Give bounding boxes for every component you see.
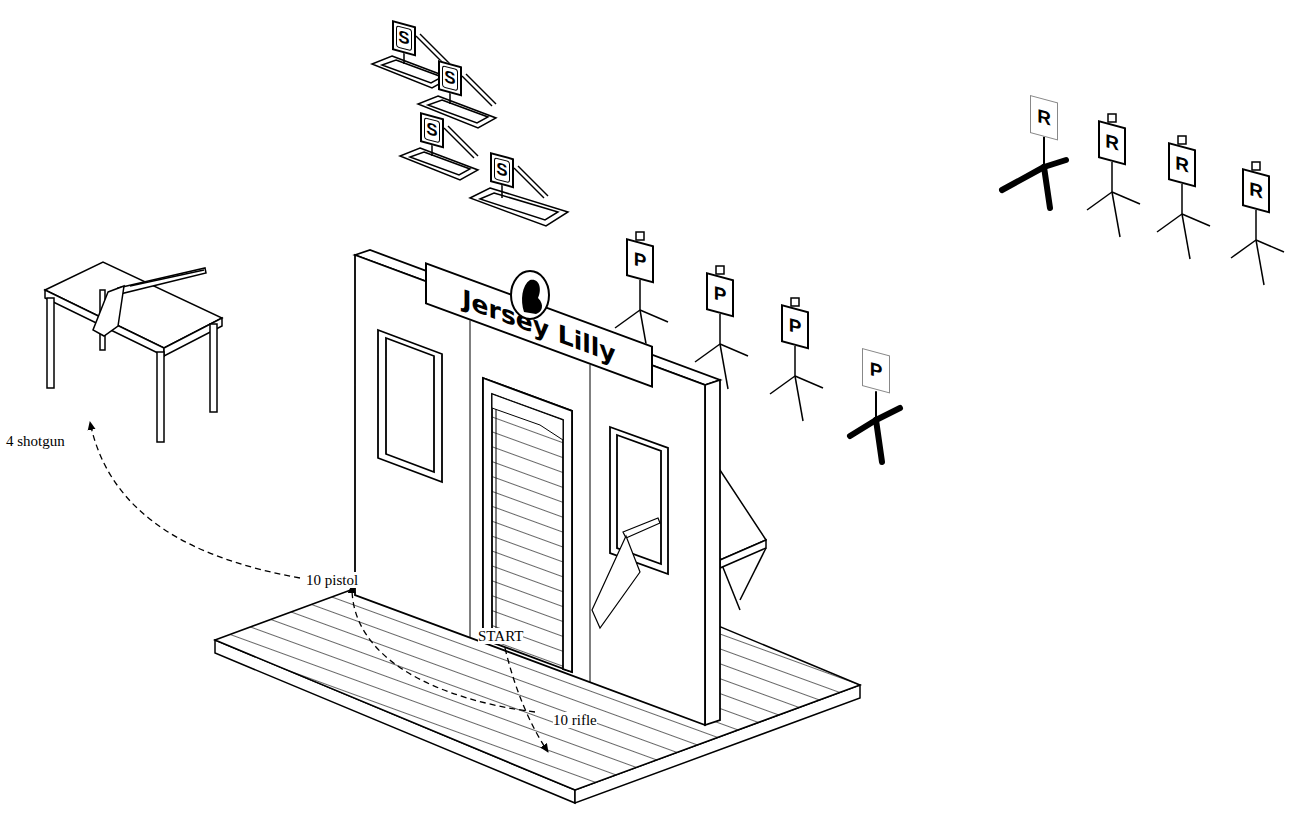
target-sign: P — [706, 272, 734, 318]
target-letter: R — [1037, 105, 1051, 131]
target-sign: P — [862, 348, 890, 394]
target-letter: S — [444, 67, 455, 90]
target-sign: P — [781, 304, 809, 350]
target-letter: R — [1249, 178, 1263, 204]
target-sign: S — [490, 152, 514, 188]
stage-label: 10 pistol — [306, 572, 358, 588]
target-tripods — [615, 162, 1284, 421]
target-letter: P — [870, 358, 883, 383]
target-sign: R — [1030, 95, 1058, 141]
movement-arrows — [90, 422, 548, 752]
target-letter: R — [1175, 152, 1189, 178]
target-sign: R — [1098, 120, 1126, 166]
target-letter: S — [496, 159, 507, 182]
stage-label: START — [478, 628, 523, 644]
target-sign: S — [420, 112, 444, 148]
target-sign: P — [626, 238, 654, 284]
target-letter: P — [789, 314, 802, 339]
stage-label: 10 rifle — [553, 712, 597, 728]
target-hooks — [636, 114, 1260, 306]
target-letter: S — [426, 119, 437, 142]
target-sign: S — [438, 60, 462, 96]
target-letter: R — [1105, 130, 1119, 156]
portrait-oval — [511, 271, 549, 319]
target-sign: S — [392, 20, 416, 56]
target-sign: R — [1242, 168, 1270, 214]
stage-label: 4 shotgun — [6, 433, 65, 449]
saloon-wall — [355, 250, 720, 725]
target-letter: S — [398, 27, 409, 50]
target-sign: R — [1168, 142, 1196, 188]
target-letter: P — [634, 248, 647, 273]
target-letter: P — [714, 282, 727, 307]
shotgun-target-stands — [372, 34, 568, 226]
table — [45, 262, 222, 442]
fallen-target-stands — [850, 137, 1066, 462]
